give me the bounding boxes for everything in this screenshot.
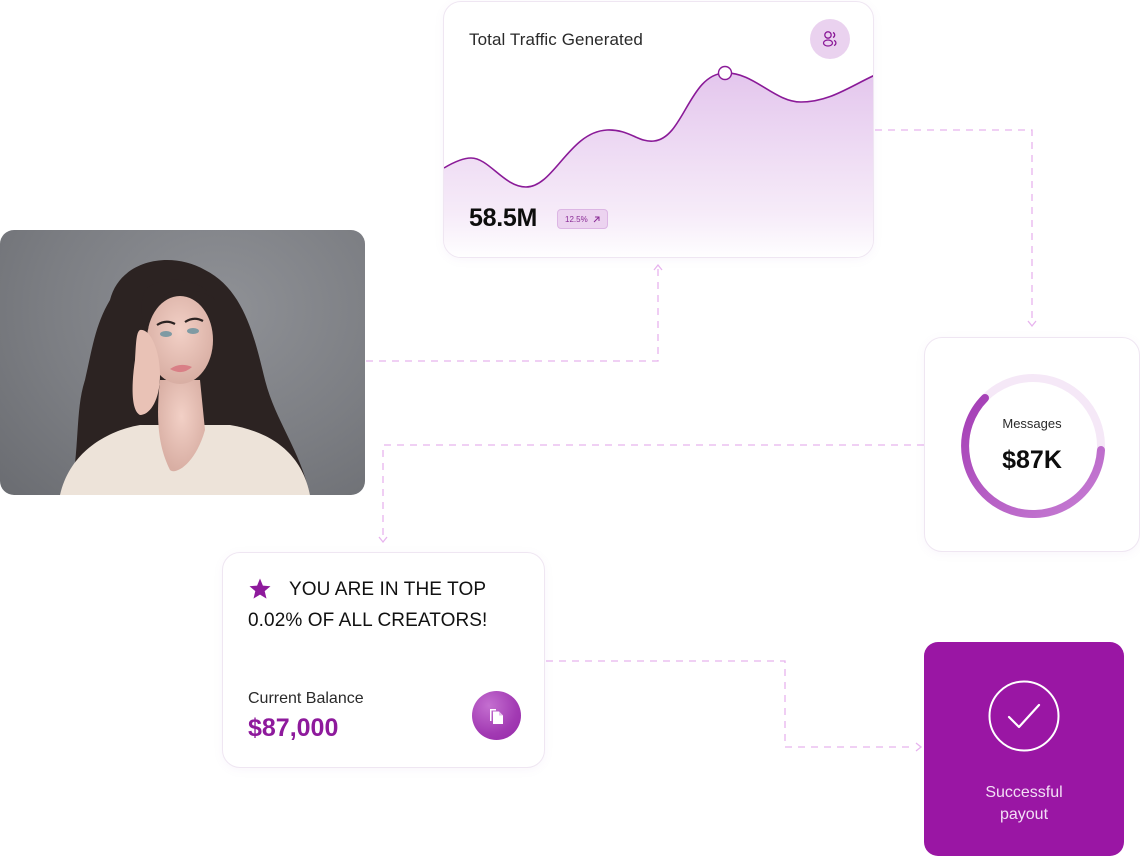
change-percent: 12.5%	[565, 214, 588, 224]
copy-document-icon	[489, 708, 503, 724]
users-icon	[822, 31, 837, 47]
change-badge: 12.5%	[557, 209, 608, 229]
payout-label: Successful payout	[924, 782, 1124, 826]
achievement-headline-line2: 0.02% OF ALL CREATORS!	[248, 610, 488, 631]
balance-label: Current Balance	[248, 690, 364, 707]
arrow-up-right-icon	[593, 216, 600, 222]
achievement-headline-line1: YOU ARE IN THE TOP	[289, 579, 487, 600]
payout-card: Successful payout	[924, 642, 1124, 856]
traffic-area-chart	[444, 65, 873, 257]
chart-highlight-point	[717, 65, 733, 81]
messages-card: Messages $87K	[924, 337, 1140, 552]
balance-value: $87,000	[248, 714, 339, 742]
payout-label-line1: Successful	[985, 784, 1063, 801]
messages-value: $87K	[1002, 446, 1062, 474]
star-icon	[249, 578, 271, 599]
payout-label-line2: payout	[999, 806, 1049, 823]
copy-balance-button[interactable]	[472, 691, 521, 740]
traffic-value: 58.5M	[469, 204, 537, 232]
messages-label: Messages	[1002, 416, 1062, 431]
top-creators-card: YOU ARE IN THE TOP 0.02% OF ALL CREATORS…	[222, 552, 545, 768]
portrait-image	[60, 260, 310, 495]
messages-progress-ring	[961, 374, 1105, 519]
users-icon-button[interactable]	[810, 19, 850, 59]
traffic-title: Total Traffic Generated	[469, 30, 643, 49]
check-circle-icon	[988, 680, 1060, 752]
creator-photo	[0, 230, 365, 495]
traffic-card: Total Traffic Generated 58.5M 12.5%	[443, 1, 874, 258]
